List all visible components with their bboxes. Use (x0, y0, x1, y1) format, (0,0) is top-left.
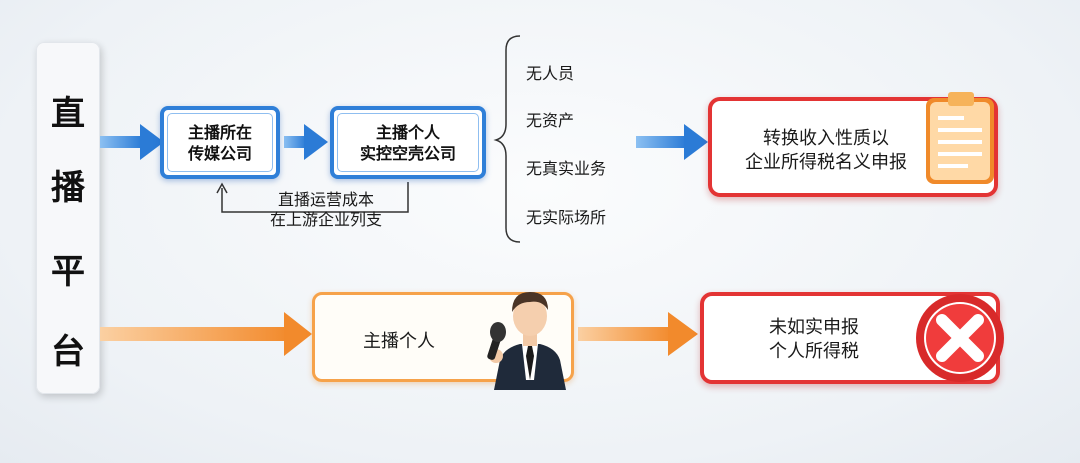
tax-conversion-text: 转换收入性质以 企业所得税名义申报 (726, 127, 926, 175)
unreported-tax-line2: 个人所得税 (769, 341, 859, 362)
cost-note: 直播运营成本 在上游企业列支 (236, 190, 416, 230)
platform-char-4: 台 (51, 332, 85, 372)
unreported-tax-text: 未如实申报 个人所得税 (734, 316, 894, 364)
arrow-platform-to-company (100, 124, 164, 160)
platform-card: 直 播 平 台 (36, 42, 100, 394)
red-x-icon (912, 290, 1008, 390)
arrow-platform-to-anchor (100, 312, 312, 356)
cost-note-line2: 在上游企业列支 (269, 210, 382, 229)
brace-item-no-business: 无真实业务 (526, 159, 607, 178)
platform-char-2: 播 (51, 168, 85, 208)
clipboard-icon (922, 90, 998, 192)
brace-item-no-premises: 无实际场所 (526, 208, 607, 227)
cost-note-line1: 直播运营成本 (277, 190, 374, 209)
anchor-with-microphone-icon (470, 280, 590, 396)
unreported-tax-line1: 未如实申报 (769, 317, 859, 338)
tax-conversion-line2: 企业所得税名义申报 (745, 152, 907, 173)
cost-feedback-line (216, 182, 409, 213)
brace-item-no-staff: 无人员 (526, 64, 575, 83)
arrow-anchor-to-result (578, 312, 698, 356)
media-company-line1: 主播所在 (187, 122, 252, 142)
anchor-person-label: 主播个人 (363, 331, 435, 352)
media-company-box: 主播所在 传媒公司 (160, 106, 280, 179)
platform-char-1: 直 (51, 94, 85, 134)
arrow-to-tax-result (636, 124, 708, 160)
brace (493, 35, 521, 243)
platform-char-3: 平 (51, 252, 85, 292)
shell-company-line2: 实控空壳公司 (359, 143, 456, 163)
media-company-line2: 传媒公司 (187, 143, 252, 163)
arrow-company-to-shell (284, 124, 328, 160)
shell-company-box: 主播个人 实控空壳公司 (330, 106, 486, 179)
brace-item-no-assets: 无资产 (526, 111, 575, 130)
tax-conversion-line1: 转换收入性质以 (763, 128, 889, 149)
shell-company-line1: 主播个人 (375, 122, 440, 142)
